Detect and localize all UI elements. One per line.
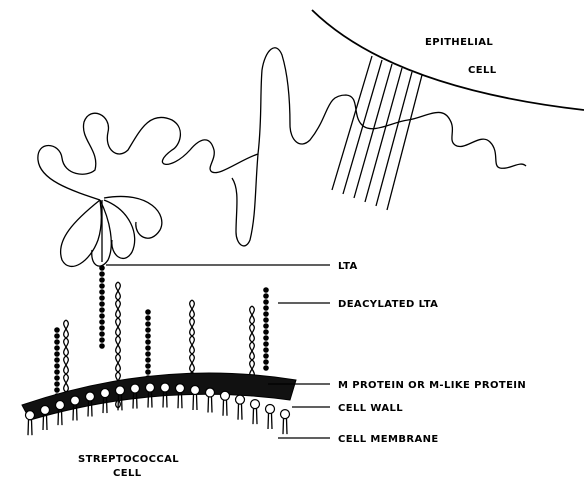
epithelial-label-2: CELL xyxy=(468,65,497,76)
lta-bead-chain xyxy=(99,265,105,349)
pointer-lines xyxy=(106,265,330,438)
membrane-lipid xyxy=(266,405,275,430)
strep-cell-label-2: CELL xyxy=(113,468,142,479)
cell-wall xyxy=(22,373,296,420)
deacylated-lta-label: DEACYLATED LTA xyxy=(338,299,438,310)
membrane-lipid xyxy=(221,391,230,416)
membrane-lipid xyxy=(251,400,260,425)
fibronectin-molecule xyxy=(38,48,526,200)
m-protein-label: M PROTEIN OR M-LIKE PROTEIN xyxy=(338,380,526,391)
membrane-lipid xyxy=(281,410,290,435)
cell-wall-label: CELL WALL xyxy=(338,403,403,414)
membrane-lipid xyxy=(206,388,215,413)
lta-label: LTA xyxy=(338,261,358,272)
membrane-lipid xyxy=(26,411,35,436)
lta-chain xyxy=(99,265,105,349)
fibronectin-extension xyxy=(232,154,258,246)
membrane-lipid xyxy=(176,384,185,409)
binding-strands xyxy=(332,56,422,210)
membrane-lipid xyxy=(191,385,200,410)
epithelial-label-1: EPITHELIAL xyxy=(425,37,493,48)
deacylated-chain-right xyxy=(263,287,269,371)
deacylated-chain-left xyxy=(54,327,60,399)
membrane-lipid xyxy=(236,395,245,420)
strep-cell-label-1: STREPTOCOCCAL xyxy=(78,454,179,465)
epithelial-cell-membrane xyxy=(312,10,584,110)
membrane-lipid xyxy=(41,406,50,431)
cell-membrane-label: CELL MEMBRANE xyxy=(338,434,439,445)
lta-loops xyxy=(61,196,162,266)
